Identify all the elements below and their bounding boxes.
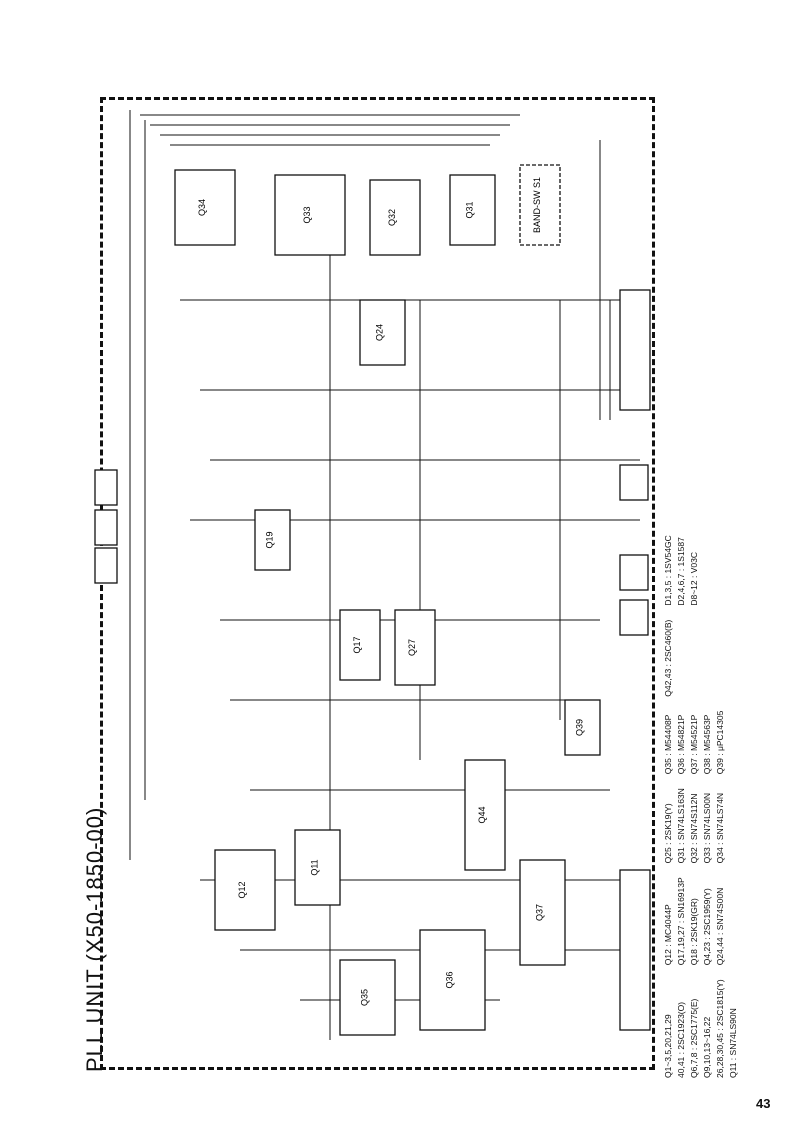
- ic-q31: [449, 174, 496, 246]
- parts-entry: Q24,44 : SN74S00N: [715, 887, 725, 966]
- component-label: Q35: [360, 989, 370, 1006]
- parts-entry: Q6,7,8 : 2SC1775(E): [689, 998, 699, 1078]
- ic-q19: [254, 509, 291, 571]
- connector-1: [94, 547, 118, 584]
- parts-entry: 40,41 : 2SC1923(O): [676, 1001, 686, 1078]
- ic-q12: [214, 849, 276, 931]
- connector-9: [619, 464, 649, 501]
- connector-3: [94, 509, 118, 546]
- page-number: 43: [756, 1096, 771, 1111]
- parts-entry: Q38 : M54563P: [702, 714, 712, 775]
- parts-entry: 26,28,30,45 : 2SC1815(Y): [715, 979, 725, 1078]
- component-label: Q39: [575, 719, 585, 736]
- connector-2: [94, 469, 118, 506]
- component-label: Q37: [535, 904, 545, 921]
- component-label: Q24: [375, 324, 385, 341]
- parts-entry: Q12 : MC4044P: [663, 904, 673, 966]
- connector-5: [619, 289, 651, 411]
- parts-entry: Q39 : μPC14305: [715, 710, 725, 775]
- band-switch-s1: [519, 164, 561, 246]
- schematic-title: PLL UNIT (X50-1850-00): [82, 806, 107, 1072]
- component-label: Q33: [302, 206, 312, 223]
- parts-entry: Q18 : 2SK19(GR): [689, 898, 699, 966]
- parts-entry: Q17,19,27 : SN16913P: [676, 877, 686, 966]
- component-label: BAND-SW S1: [532, 177, 542, 233]
- component-label: Q32: [387, 209, 397, 226]
- component-label: Q11: [310, 859, 320, 875]
- ic-q44: [464, 759, 506, 871]
- parts-entry: Q33 : SN74LS00N: [702, 792, 712, 864]
- parts-entry: D8~12 : V03C: [689, 552, 699, 606]
- connector-8: [619, 554, 649, 591]
- ic-q35: [339, 959, 396, 1036]
- parts-column: Q42,43 : 2SC460(B): [662, 620, 742, 697]
- parts-entry: Q34 : SN74LS74N: [715, 792, 725, 864]
- component-label: Q36: [445, 971, 455, 988]
- component-label: Q27: [407, 639, 417, 656]
- ic-q36: [419, 929, 486, 1031]
- parts-entry: Q37 : M54521P: [689, 714, 699, 775]
- component-label: Q44: [477, 806, 487, 823]
- parts-entry: Q32 : SN74S112N: [689, 793, 699, 864]
- parts-entry: Q35 : M54408P: [663, 714, 673, 775]
- connector-6: [619, 869, 651, 1031]
- ic-q33: [274, 174, 346, 256]
- ic-q32: [369, 179, 421, 256]
- ic-q11: [294, 829, 341, 906]
- component-label: Q12: [237, 881, 247, 898]
- ic-q17: [339, 609, 381, 681]
- parts-entry: Q11 : SN74LS90N: [728, 1008, 738, 1078]
- ic-q34: [174, 169, 236, 246]
- component-label: Q34: [197, 199, 207, 216]
- parts-entry: Q42,43 : 2SC460(B): [663, 619, 673, 697]
- ic-q27: [394, 609, 436, 686]
- parts-entry: Q1~3,5,20,21,29: [663, 1014, 673, 1078]
- parts-entry: D2,4,6,7 : 1S1587: [676, 537, 686, 606]
- ic-q39: [564, 699, 601, 756]
- parts-entry: Q25 : 2SK19(Y): [663, 803, 673, 864]
- parts-entry: Q31 : SN74LS163N: [676, 788, 686, 864]
- parts-entry: Q4,23 : 2SC1959(Y): [702, 888, 712, 966]
- parts-entry: Q9,10,13~16,22: [702, 1016, 712, 1078]
- component-label: Q17: [352, 636, 362, 653]
- component-label: Q31: [465, 201, 475, 218]
- component-label: Q19: [265, 531, 275, 548]
- connector-7: [619, 599, 649, 636]
- ic-q37: [519, 859, 566, 966]
- parts-entry: Q36 : M54821P: [676, 714, 686, 775]
- ic-q24: [359, 299, 406, 366]
- parts-entry: D1,3,5 : 1SV54GC: [663, 535, 673, 606]
